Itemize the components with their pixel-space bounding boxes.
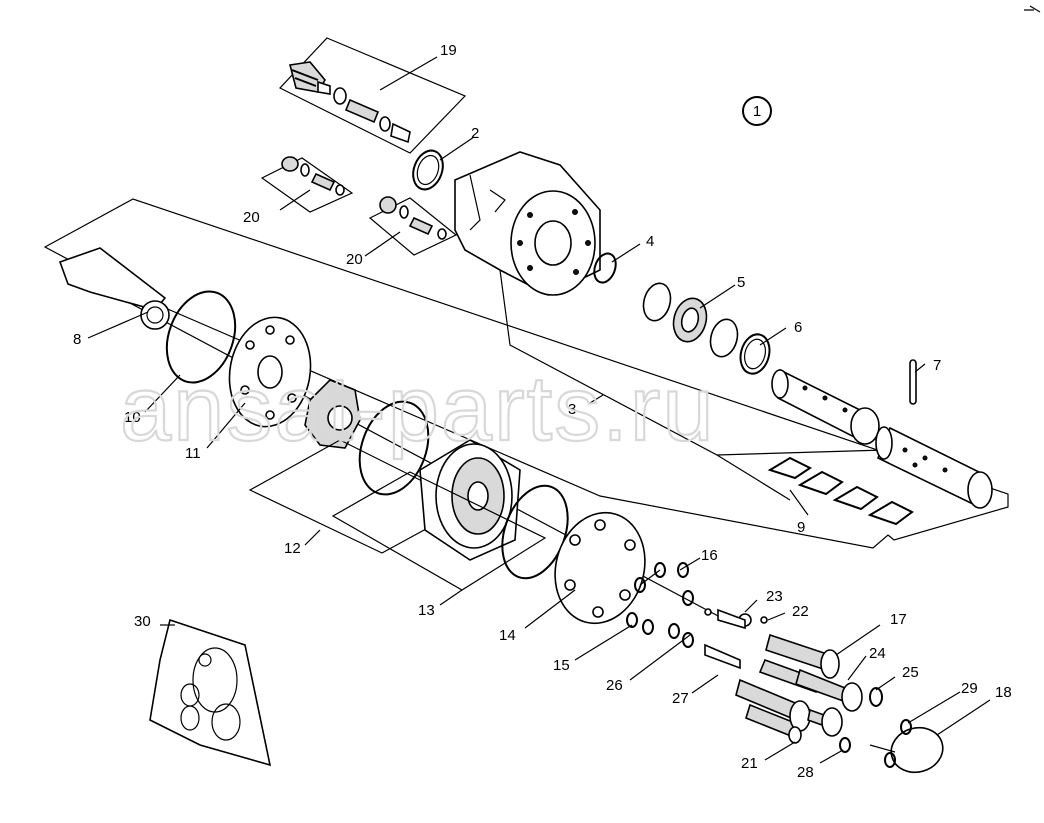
part-10-oring bbox=[165, 290, 237, 384]
part-labels: 19 2 4 5 6 7 3 8 10 11 9 12 13 14 16 15 … bbox=[73, 42, 1012, 781]
part-4-oring bbox=[593, 252, 617, 284]
label-27: 27 bbox=[672, 690, 689, 707]
part-11-plate bbox=[228, 316, 312, 428]
part-2-oring bbox=[412, 149, 444, 191]
part-24-valve bbox=[795, 668, 863, 712]
part-16-rings bbox=[626, 562, 712, 648]
callout-number: 1 bbox=[753, 103, 761, 120]
label-2: 2 bbox=[471, 125, 479, 142]
label-8: 8 bbox=[73, 331, 81, 348]
part-14-endcap bbox=[554, 511, 646, 625]
label-6: 6 bbox=[794, 319, 802, 336]
part-30-gasket-kit bbox=[149, 618, 272, 767]
corner-mark bbox=[1024, 5, 1041, 13]
label-15: 15 bbox=[553, 657, 570, 674]
label-26: 26 bbox=[606, 677, 623, 694]
rings-link bbox=[639, 569, 661, 586]
part-12-oring bbox=[358, 400, 430, 496]
label-17: 17 bbox=[890, 611, 907, 628]
label-3: 3 bbox=[568, 401, 576, 418]
part-7-pin bbox=[909, 359, 917, 405]
label-16: 16 bbox=[701, 547, 718, 564]
part-3-housing bbox=[454, 151, 601, 296]
label-9: 9 bbox=[797, 519, 805, 536]
part-25-valve bbox=[807, 687, 883, 737]
label-25: 25 bbox=[902, 664, 919, 681]
label-13: 13 bbox=[418, 602, 435, 619]
label-22: 22 bbox=[792, 603, 809, 620]
label-20a: 20 bbox=[243, 209, 260, 226]
part-18-cover bbox=[890, 726, 944, 774]
label-11: 11 bbox=[185, 445, 201, 462]
leader-lines bbox=[87, 56, 991, 764]
label-28: 28 bbox=[797, 764, 814, 781]
watermark: ansat-parts.ru bbox=[120, 358, 716, 460]
label-20b: 20 bbox=[346, 251, 363, 268]
label-12: 12 bbox=[284, 540, 301, 557]
part-20b-parts bbox=[379, 196, 447, 240]
part-8-driveshaft bbox=[58, 247, 170, 330]
label-4: 4 bbox=[646, 233, 654, 250]
part-20a-parts bbox=[281, 156, 345, 196]
label-21: 21 bbox=[741, 755, 758, 772]
callout-circle bbox=[742, 96, 772, 126]
label-19: 19 bbox=[440, 42, 457, 59]
kit-13-frame bbox=[331, 471, 547, 591]
assembly-bracket-outline bbox=[43, 198, 1009, 549]
housing-bracket bbox=[499, 269, 886, 501]
kit-19-frame bbox=[279, 37, 467, 154]
label-14: 14 bbox=[499, 627, 516, 644]
part-9-springs bbox=[767, 456, 914, 526]
part-3-spool bbox=[771, 368, 880, 445]
part-5-bearing bbox=[642, 282, 739, 358]
label-18: 18 bbox=[995, 684, 1012, 701]
label-30: 30 bbox=[134, 613, 151, 630]
cover-axis bbox=[869, 744, 896, 753]
part-21-valve bbox=[735, 678, 811, 744]
part-9-sleeve bbox=[875, 426, 993, 509]
label-29: 29 bbox=[961, 680, 978, 697]
label-23: 23 bbox=[766, 588, 783, 605]
part-28-ring bbox=[839, 737, 851, 753]
part-13-rotor bbox=[419, 439, 521, 561]
part-12-gear bbox=[304, 379, 361, 449]
part-6-seal bbox=[739, 333, 771, 375]
part-19-parts bbox=[289, 61, 411, 144]
label-24: 24 bbox=[869, 645, 886, 662]
label-10: 10 bbox=[124, 409, 141, 426]
label-5: 5 bbox=[737, 274, 745, 291]
part-29-rings bbox=[884, 719, 912, 768]
part-27-shims bbox=[704, 608, 746, 670]
label-7: 7 bbox=[933, 357, 941, 374]
